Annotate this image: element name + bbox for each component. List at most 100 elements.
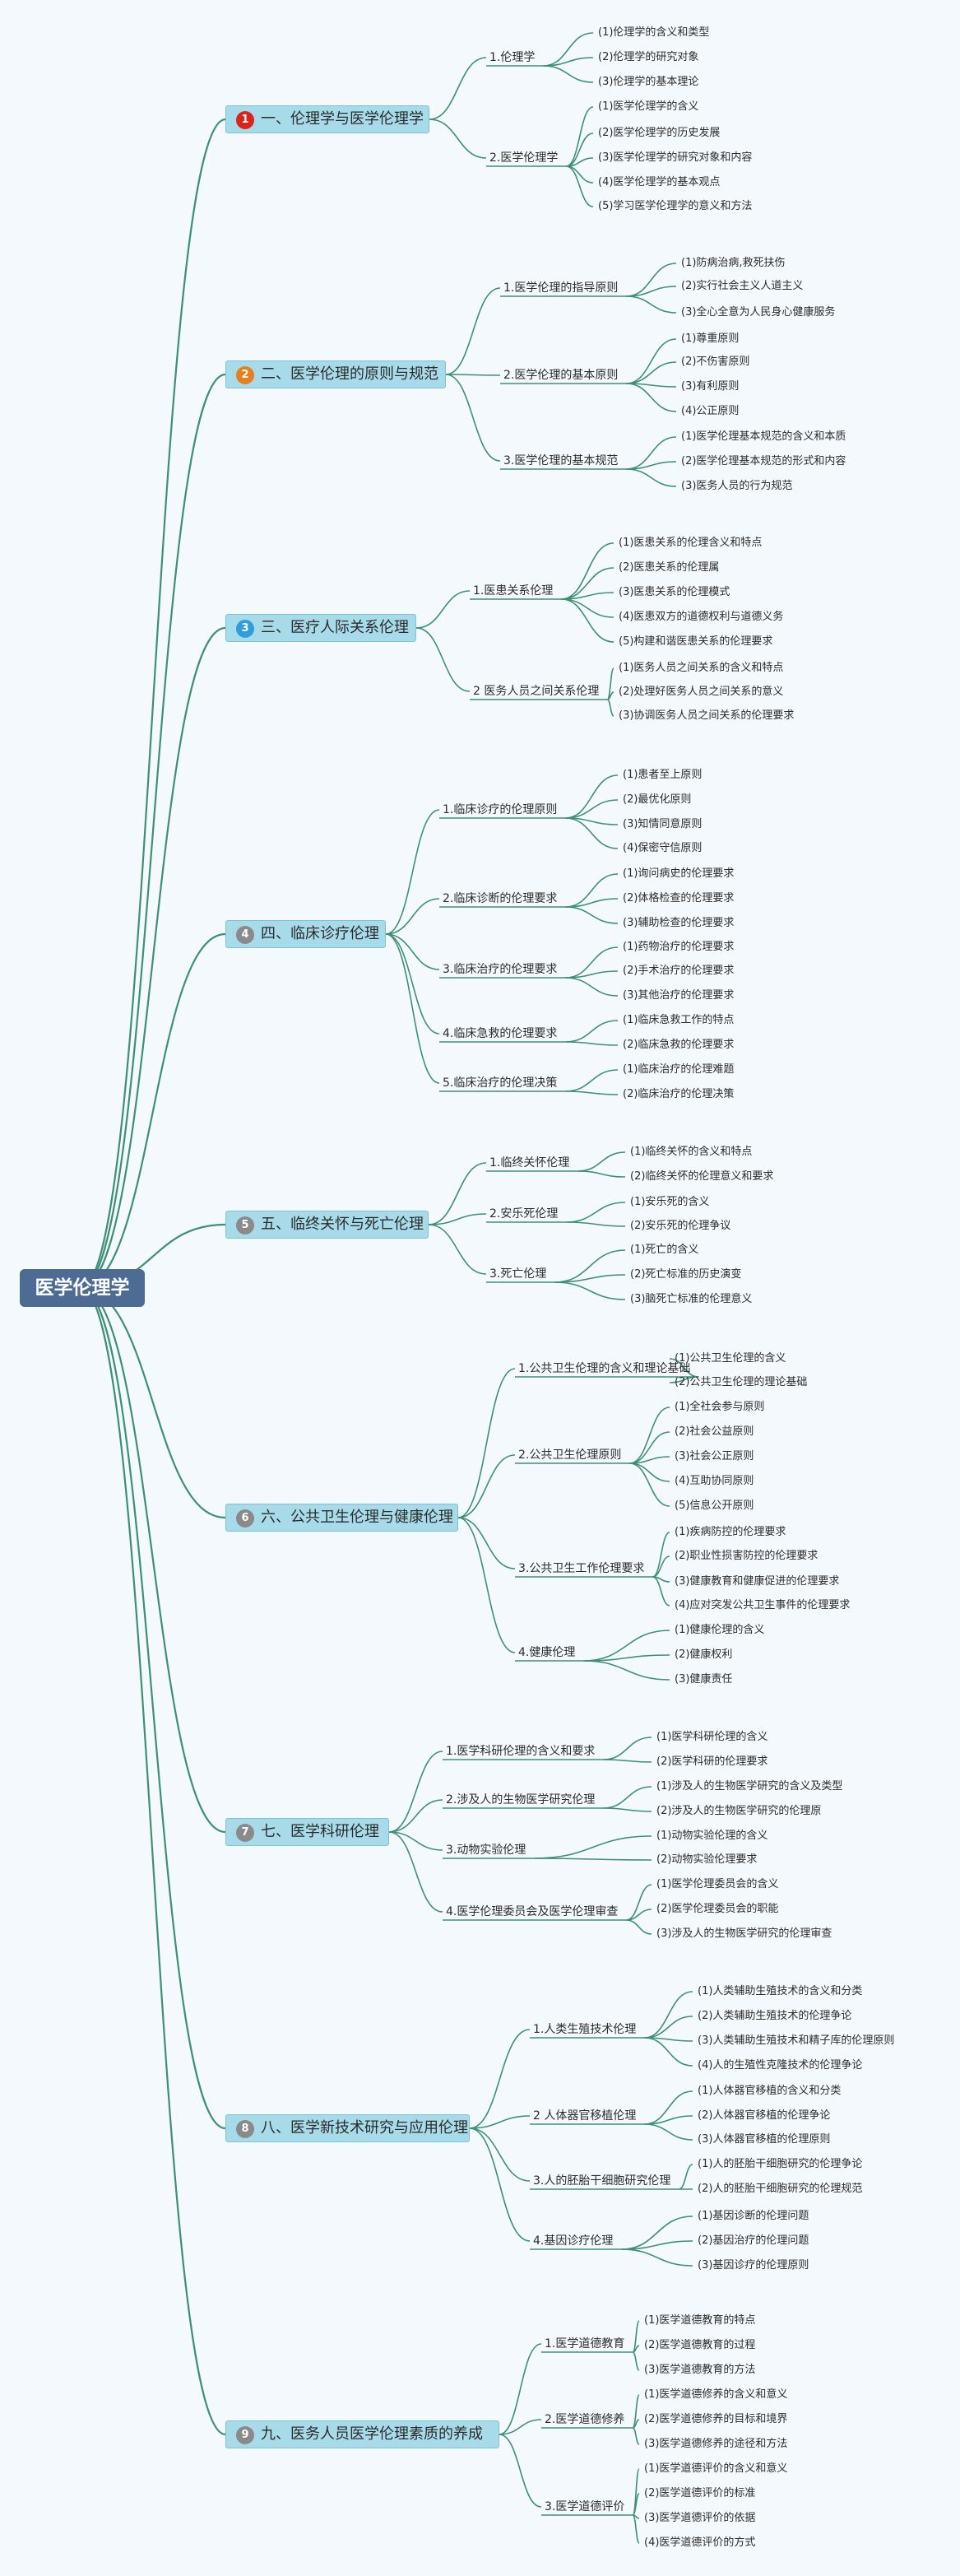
leaf-item: (3)健康责任: [675, 1673, 733, 1686]
leaf-item: (4)互助协同原则: [675, 1475, 754, 1487]
sub-leaf-connector: [652, 1532, 670, 1578]
branch-sub-connector: [415, 590, 471, 629]
branch-sub-connector: [445, 374, 501, 462]
branch-sub-connector: [385, 933, 440, 970]
root-branch-connector: [80, 1286, 226, 2436]
sub-leaf-connector: [626, 436, 677, 470]
leaf-item: (3)涉及人的生物医学研究的伦理审查: [656, 1927, 832, 1940]
sub-leaf-connector: [669, 1358, 699, 1378]
sub-leaf-connector: [603, 1786, 652, 1809]
sub-topic: 1.临床诊疗的伦理原则: [443, 803, 558, 816]
leaf-item: (3)社会公正原则: [675, 1450, 754, 1462]
leaf-item: (1)人体器官移植的含义和分类: [698, 2085, 842, 2097]
sub-leaf-connector: [603, 1807, 652, 1812]
sub-leaf-connector: [652, 1555, 670, 1578]
sub-leaf-connector: [644, 2090, 693, 2125]
sub-leaf-connector: [626, 263, 677, 297]
sub-leaf-connector: [565, 1020, 619, 1043]
leaf-item: (1)伦理学的含义和类型: [598, 26, 710, 39]
branch-label: 五、临终关怀与死亡伦理: [261, 1216, 424, 1233]
sub-leaf-connector: [561, 598, 614, 618]
branch-label: 二、医学伦理的原则与规范: [261, 365, 438, 383]
leaf-item: (4)医患双方的道德权利与道德义务: [619, 611, 784, 623]
branch-sub-connector: [445, 374, 501, 376]
root-branch-connector: [80, 626, 226, 1290]
sub-leaf-connector: [566, 1221, 626, 1227]
branch-sub-connector: [388, 1831, 443, 1913]
branch-number-badge: 5: [236, 1216, 254, 1235]
sub-topic: 1.医学伦理的指导原则: [503, 281, 619, 295]
leaf-item: (1)临床治疗的伦理难题: [623, 1063, 735, 1076]
branch-label: 九、医务人员医学伦理素质的养成: [261, 2425, 483, 2443]
leaf-item: (2)医学道德教育的过程: [644, 2339, 756, 2351]
sub-leaf-connector: [626, 286, 677, 297]
sub-topic: 3.死亡伦理: [489, 1267, 547, 1281]
branch-number-badge: 7: [236, 1824, 254, 1842]
leaf-item: (1)基因诊断的伦理问题: [698, 2210, 809, 2222]
root-branch-connector: [80, 1286, 226, 1519]
sub-topic: 1.医患关系伦理: [473, 584, 554, 598]
leaf-item: (1)医患关系的伦理含义和特点: [619, 537, 763, 549]
branch-sub-connector: [415, 627, 471, 692]
leaf-item: (2)最优化原则: [623, 793, 692, 806]
leaf-item: (2)安乐死的伦理争议: [630, 1220, 731, 1232]
branch-sub-connector: [499, 2419, 542, 2435]
leaf-item: (2)动物实验伦理要求: [656, 1853, 758, 1866]
leaf-item: (2)医学伦理基本规范的形式和内容: [681, 455, 846, 467]
leaf-item: (5)学习医学伦理学的意义和方法: [598, 200, 753, 212]
leaf-item: (2)人的胚胎干细胞研究的伦理规范: [698, 2183, 863, 2195]
leaf-item: (1)临终关怀的含义和特点: [630, 1146, 753, 1158]
sub-leaf-connector: [626, 338, 677, 384]
leaf-item: (1)药物治疗的伦理要求: [623, 941, 735, 953]
sub-topic: 1.医学科研伦理的含义和要求: [446, 1745, 596, 1758]
sub-leaf-connector: [626, 383, 677, 412]
branch-sub-connector: [388, 1751, 443, 1833]
sub-topic: 4.健康伦理: [518, 1646, 576, 1659]
sub-leaf-connector: [632, 2514, 640, 2544]
sub-topic: 3.公共卫生工作伦理要求: [518, 1562, 645, 1575]
sub-topic: 1.伦理学: [489, 51, 536, 64]
sub-leaf-connector: [632, 2351, 640, 2371]
sub-topic: 4.临床急救的伦理要求: [443, 1027, 558, 1040]
leaf-item: (1)动物实验伦理的含义: [656, 1830, 768, 1842]
branch-sub-connector: [429, 119, 487, 159]
sub-leaf-connector: [577, 1170, 626, 1178]
branch-node-5: 5 五、临终关怀与死亡伦理: [225, 1211, 429, 1239]
sub-topic: 2 医务人员之间关系伦理: [473, 685, 600, 698]
leaf-item: (3)人体器官移植的伦理原则: [698, 2133, 831, 2146]
leaf-item: (1)医学科研伦理的含义: [656, 1731, 768, 1743]
sub-leaf-connector: [565, 774, 619, 819]
sub-leaf-connector: [561, 567, 614, 600]
branch-sub-connector: [429, 57, 487, 120]
sub-leaf-connector: [566, 165, 594, 207]
leaf-item: (2)临终关怀的伦理意义和要求: [630, 1170, 774, 1183]
sub-leaf-connector: [644, 2037, 693, 2067]
leaf-item: (1)安乐死的含义: [630, 1196, 710, 1208]
sub-topic: 3.动物实验伦理: [446, 1844, 526, 1857]
sub-leaf-connector: [554, 1249, 626, 1283]
leaf-item: (3)脑死亡标准的伦理意义: [630, 1293, 753, 1305]
leaf-item: (1)防病治病,救死扶伤: [681, 257, 786, 269]
sub-leaf-connector: [583, 1654, 670, 1662]
branch-sub-connector: [457, 1517, 516, 1569]
root-node: 医学伦理学: [20, 1269, 145, 1307]
sub-leaf-connector: [566, 1202, 626, 1223]
sub-leaf-connector: [566, 106, 594, 167]
leaf-item: (1)尊重原则: [681, 332, 740, 345]
leaf-item: (2)医学道德评价的标准: [644, 2487, 756, 2499]
branch-sub-connector: [385, 933, 440, 1035]
leaf-item: (3)伦理学的基本理论: [598, 76, 699, 88]
sub-topic: 4.基因诊疗伦理: [533, 2234, 614, 2248]
leaf-item: (4)保密守信原则: [623, 842, 703, 854]
sub-leaf-connector: [626, 361, 677, 384]
sub-leaf-connector: [629, 1462, 670, 1482]
leaf-item: (2)手术治疗的伦理要求: [623, 965, 735, 977]
leaf-item: (1)人类辅助生殖技术的含义和分类: [698, 1985, 863, 1997]
leaf-item: (2)体格检查的伦理要求: [623, 892, 735, 904]
leaf-item: (1)公共卫生伦理的含义: [675, 1352, 786, 1365]
sub-leaf-connector: [626, 1884, 652, 1921]
sub-leaf-connector: [565, 1069, 619, 1092]
leaf-item: (1)医学道德评价的含义和意义: [644, 2462, 788, 2475]
